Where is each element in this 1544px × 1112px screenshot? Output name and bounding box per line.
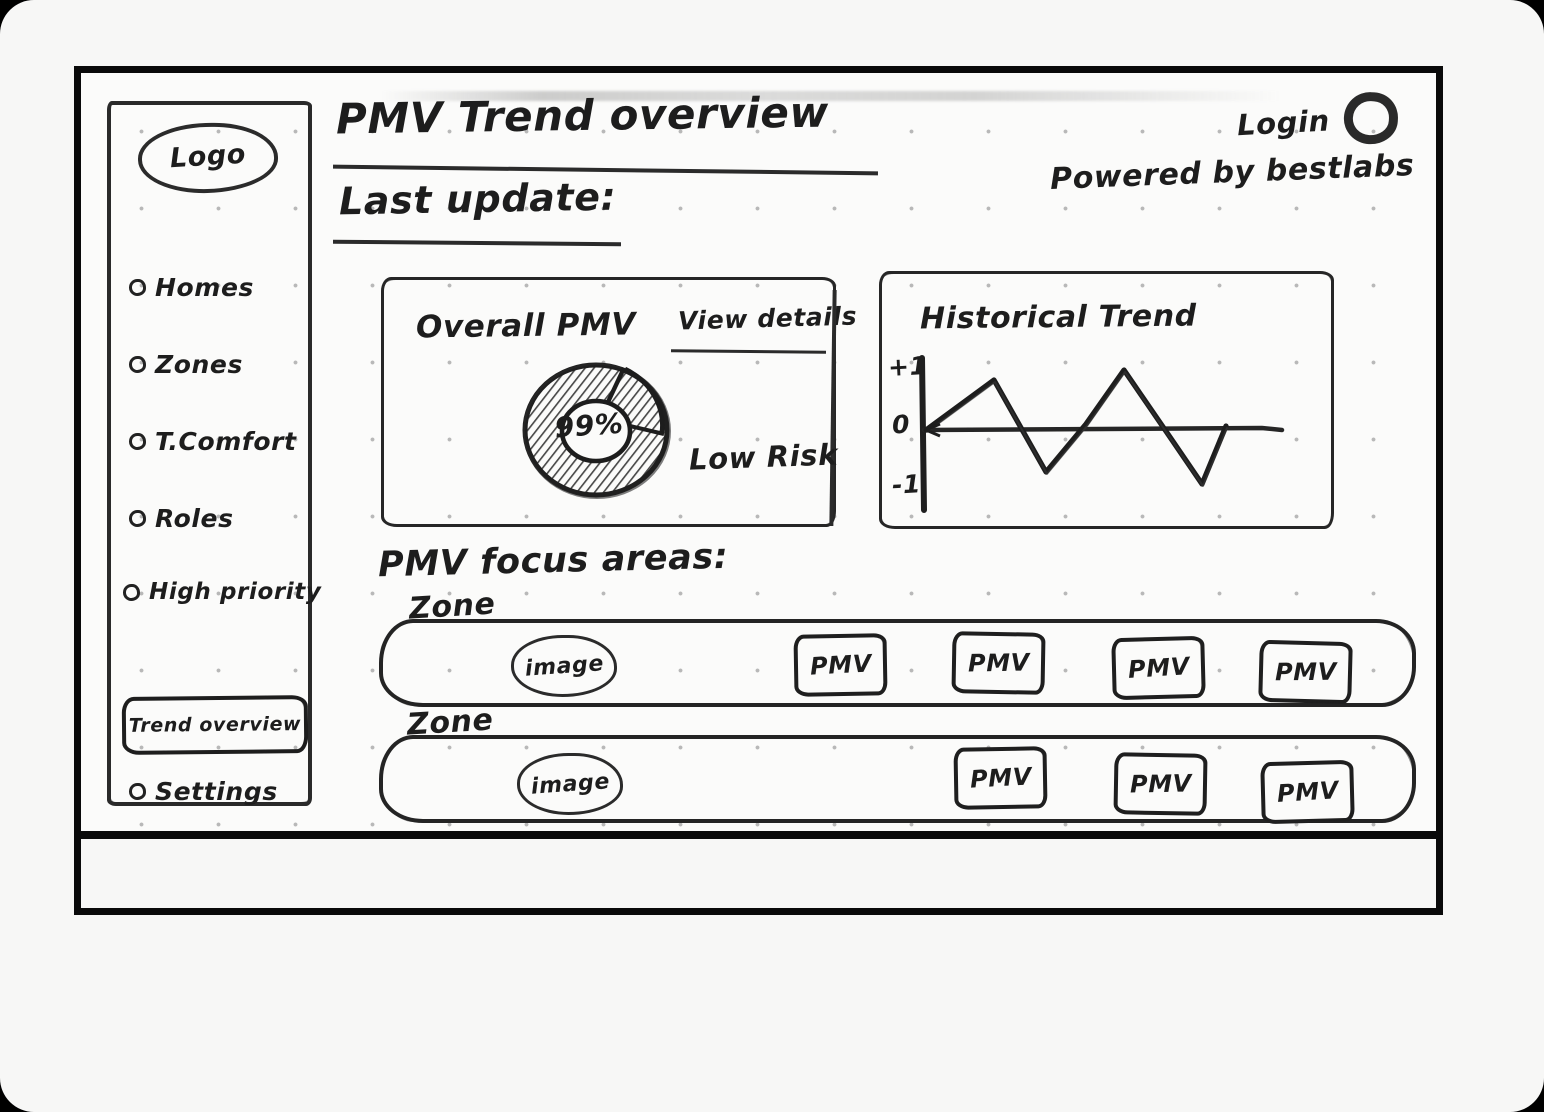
zone-row[interactable]: image PMV PMV PMV PMV: [379, 619, 1416, 707]
zone-image-label: image: [523, 650, 605, 682]
pmv-chip[interactable]: PMV: [1113, 752, 1208, 816]
sidebar-item-roles[interactable]: Roles: [129, 504, 234, 533]
pmv-chip-label: PMV: [808, 649, 873, 681]
sidebar-item-label: Roles: [155, 504, 234, 533]
pmv-chip-label: PMV: [1274, 657, 1337, 687]
sidebar-item-homes[interactable]: Homes: [129, 273, 254, 302]
sidebar-item-label: Trend overview: [128, 713, 302, 737]
powered-by-label: Powered by bestlabs: [1048, 148, 1415, 197]
pmv-chip[interactable]: PMV: [1260, 759, 1355, 825]
last-update-label: Last update:: [338, 174, 617, 224]
overall-pmv-donut-chart: 99%: [512, 358, 680, 503]
sidebar-item-label: Zones: [155, 350, 243, 379]
bullet-icon: [129, 510, 146, 527]
overall-pmv-title: Overall PMV: [415, 306, 637, 346]
overall-pmv-card: Overall PMV View details Low Risk: [381, 277, 857, 527]
sidebar-item-label: T.Comfort: [155, 427, 297, 456]
logo-label: Logo: [169, 138, 247, 175]
wireframe-canvas: Logo Homes Zones T.Comfort Roles High pr: [74, 66, 1443, 839]
pmv-chip[interactable]: PMV: [1258, 639, 1353, 705]
bullet-icon: [123, 583, 140, 601]
focus-areas-heading: PMV focus areas:: [377, 536, 729, 586]
zone-image-placeholder[interactable]: image: [511, 635, 617, 697]
y-axis-tick-zero: 0: [891, 409, 911, 440]
bullet-icon: [129, 356, 146, 373]
zone-image-placeholder[interactable]: image: [517, 753, 623, 815]
sidebar-item-zones[interactable]: Zones: [129, 350, 243, 379]
pmv-chip-label: PMV: [1275, 776, 1340, 808]
sidebar-item-settings[interactable]: Settings: [129, 777, 278, 806]
historical-trend-title: Historical Trend: [919, 298, 1197, 337]
pmv-chip-label: PMV: [967, 648, 1030, 678]
pmv-chip[interactable]: PMV: [793, 633, 888, 697]
pmv-chip[interactable]: PMV: [953, 746, 1048, 810]
bullet-icon: [129, 783, 146, 800]
login-label: Login: [1236, 103, 1331, 143]
pmv-chip-label: PMV: [1126, 652, 1191, 684]
page-title: PMV Trend overview: [335, 87, 830, 144]
sidebar-item-high-priority[interactable]: High priority: [123, 579, 321, 605]
sidebar-item-trend-overview[interactable]: Trend overview: [121, 695, 309, 755]
last-update-underline: [332, 239, 622, 247]
bullet-icon: [129, 433, 146, 450]
risk-status-badge: Low Risk: [688, 437, 839, 477]
view-details-link[interactable]: View details: [677, 301, 858, 336]
zone-image-label: image: [529, 768, 611, 800]
login-control[interactable]: Login: [1236, 90, 1400, 151]
logo[interactable]: Logo: [137, 121, 279, 195]
sidebar-item-label: High priority: [149, 579, 322, 605]
historical-trend-plot: [910, 354, 1320, 518]
pmv-chip-label: PMV: [1129, 769, 1192, 799]
sidebar-item-label: Homes: [155, 273, 254, 302]
page-title-underline: [332, 164, 879, 176]
zone-row[interactable]: image PMV PMV PMV: [379, 735, 1416, 825]
view-details-underline: [670, 349, 827, 354]
user-avatar-icon[interactable]: [1342, 90, 1400, 146]
pmv-chip-label: PMV: [968, 762, 1033, 794]
pmv-chip[interactable]: PMV: [1111, 635, 1206, 701]
sidebar-item-label: Settings: [155, 777, 278, 806]
historical-trend-card: Historical Trend +1 0 -1: [879, 271, 1334, 529]
bullet-icon: [129, 279, 146, 296]
sidebar-item-t-comfort[interactable]: T.Comfort: [129, 427, 297, 456]
pmv-chip[interactable]: PMV: [951, 631, 1046, 695]
sidebar: Logo Homes Zones T.Comfort Roles High pr: [107, 101, 321, 806]
